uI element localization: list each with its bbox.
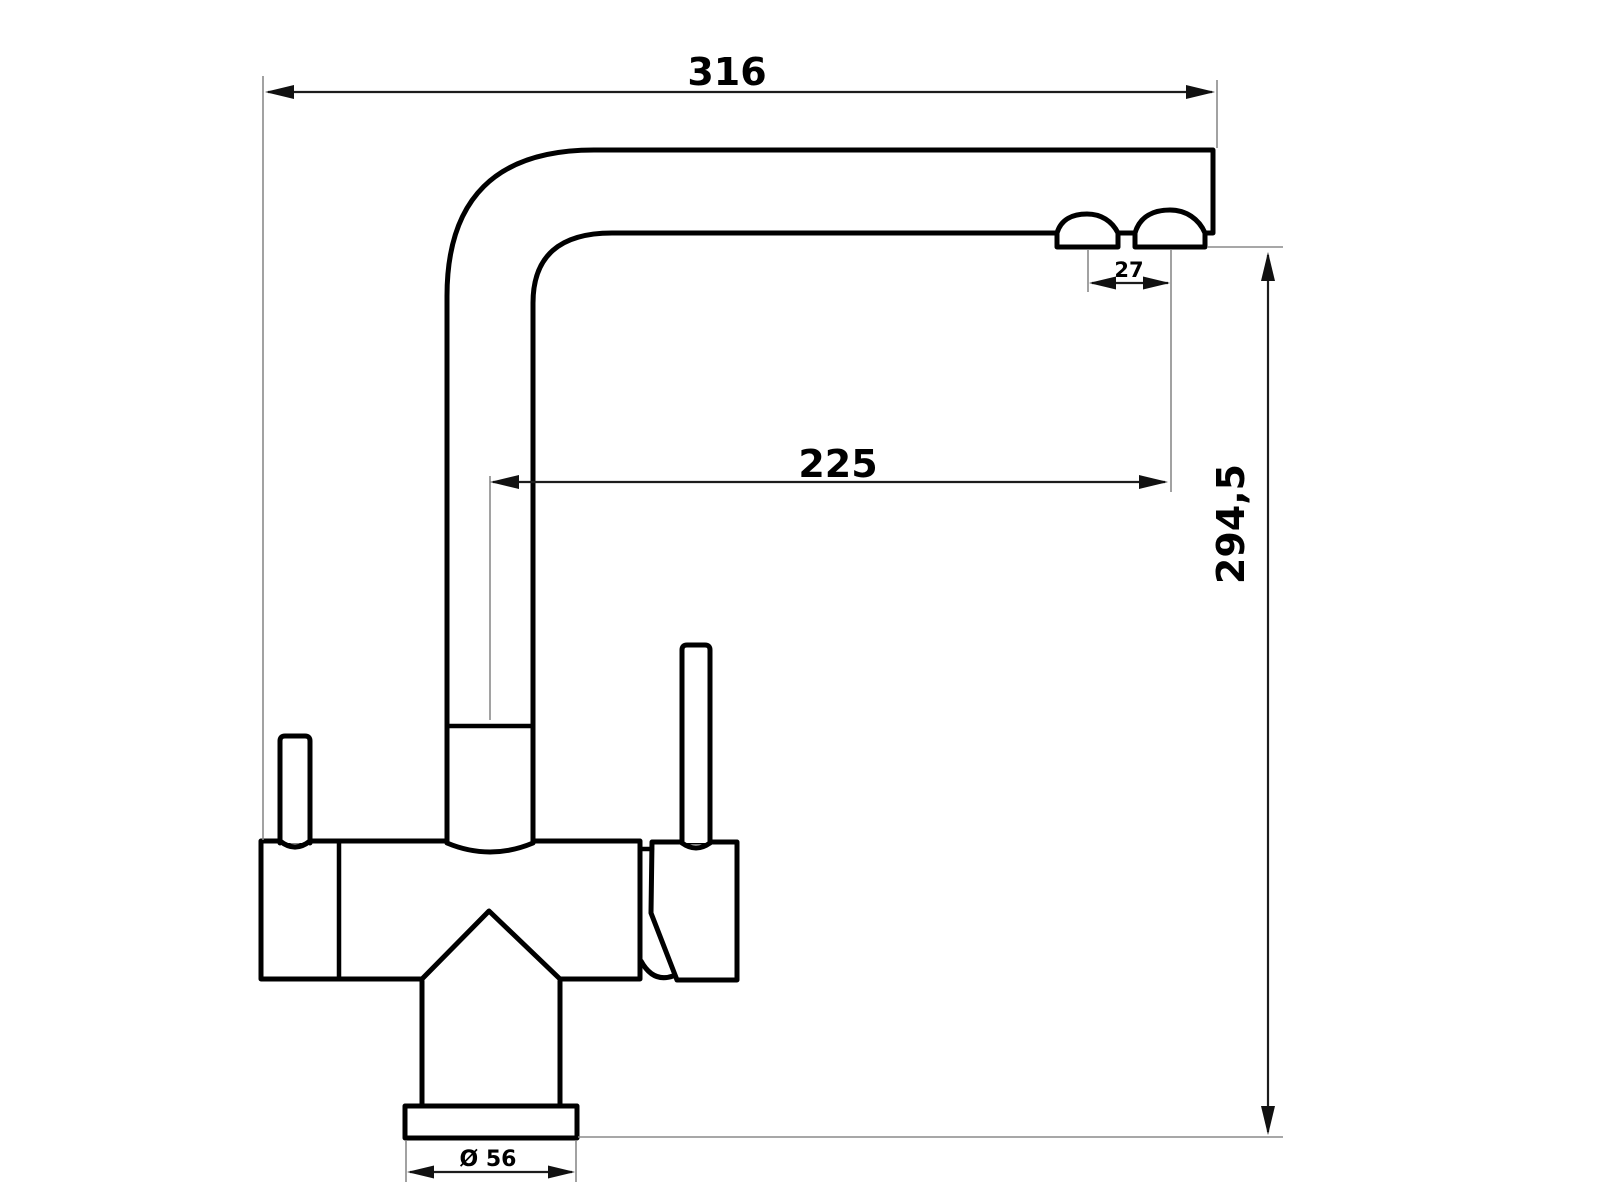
outlet-dome-right [1132,207,1208,236]
right-handle-detail-arc [638,958,676,981]
right-handle-lever-socket-arc [679,840,713,851]
right-handle-lever [679,642,713,846]
dimension-label-27: 27 [1114,258,1143,282]
dimension-spout-reach: 225 [489,442,1168,720]
faucet-body [258,838,643,982]
dimension-label-diameter-56: Ø 56 [460,1147,517,1172]
arrowhead-left [490,475,519,489]
dimension-label-294-5: 294,5 [1209,464,1253,584]
dimension-label-225: 225 [798,442,877,486]
dimension-outlet-spacing: 27 [1087,250,1172,492]
dimension-label-316: 316 [687,50,766,94]
arrowhead-right [1139,475,1168,489]
arrowhead-left [1089,276,1116,290]
faucet-outline [258,147,1216,1141]
right-handle-body [648,839,740,983]
arrowhead-right [1186,85,1215,99]
base-plate [402,1103,580,1141]
arrowhead-right [1143,276,1170,290]
base-stem [419,978,563,1109]
arrowhead-left [265,85,294,99]
dimension-overall-height: 294,5 [578,246,1283,1138]
arrowhead-left [407,1165,434,1179]
arrowhead-top [1261,252,1275,281]
spout [444,147,1216,855]
arrowhead-right [548,1165,575,1179]
dimension-total-width: 316 [262,50,1218,840]
outlet-dome-left [1054,211,1121,236]
dimension-base-diameter: Ø 56 [405,1141,577,1182]
left-handle-socket-arc [277,838,313,850]
left-handle [277,733,313,846]
arrowhead-bottom [1261,1106,1275,1135]
